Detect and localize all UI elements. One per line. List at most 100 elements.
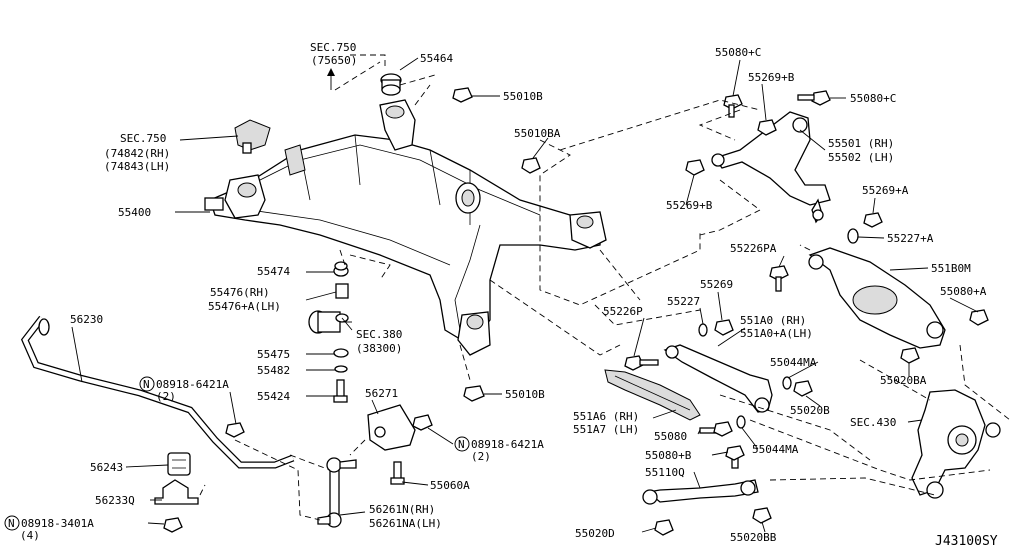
label-08918-6421a-mid[interactable]: 08918-6421A (471, 438, 544, 451)
mount-center[interactable] (455, 182, 481, 214)
label-55080[interactable]: 55080 (654, 430, 687, 443)
label-55227a[interactable]: 55227+A (887, 232, 934, 245)
label-08918-3401a[interactable]: 08918-3401A (21, 517, 94, 530)
bracket-56271[interactable] (367, 404, 416, 451)
bolt-55080c-top[interactable] (723, 94, 743, 118)
washer-55227[interactable] (698, 323, 708, 337)
label-55227[interactable]: 55227 (667, 295, 700, 308)
nut-55020ba[interactable] (900, 347, 920, 364)
mount-right[interactable] (569, 211, 607, 249)
label-551a0-rh[interactable]: 551A0 (RH) (740, 314, 806, 327)
mount-left[interactable] (224, 174, 266, 219)
washer-55044ma-top[interactable] (782, 376, 792, 390)
bolt-55080a[interactable] (969, 309, 989, 326)
bolt-55080[interactable] (699, 421, 733, 437)
link-56261n[interactable] (317, 457, 357, 528)
upper-link-55501[interactable] (711, 111, 831, 224)
nut-08918-6421a-left[interactable] (225, 422, 245, 438)
label-55226p[interactable]: 55226P (603, 305, 643, 318)
bolt-55226pa[interactable] (769, 265, 789, 292)
label-56230[interactable]: 56230 (70, 313, 103, 326)
label-551b0m[interactable]: 551B0M (931, 262, 971, 275)
washer-55227a[interactable] (847, 228, 859, 244)
label-55400[interactable]: 55400 (118, 206, 151, 219)
label-551a6-rh[interactable]: 551A6 (RH) (573, 410, 639, 423)
bolt-55080b[interactable] (725, 445, 745, 469)
label-74843[interactable]: (74843(LH) (104, 160, 170, 173)
nut-55269[interactable] (714, 319, 734, 336)
label-55080a[interactable]: 55080+A (940, 285, 987, 298)
label-55010ba[interactable]: 55010BA (514, 127, 561, 140)
washer-55475[interactable] (333, 348, 349, 358)
label-55080b[interactable]: 55080+B (645, 449, 692, 462)
label-56261n-rh[interactable]: 56261N(RH) (369, 503, 435, 516)
bolt-55010b[interactable] (452, 87, 473, 103)
label-55424[interactable]: 55424 (257, 390, 290, 403)
label-55482[interactable]: 55482 (257, 364, 290, 377)
nut-08918-6421a-mid[interactable] (412, 414, 433, 431)
label-55020d[interactable]: 55020D (575, 527, 615, 540)
bolt-55424[interactable] (333, 379, 348, 403)
mount-lower[interactable] (457, 311, 491, 356)
label-55226pa[interactable]: 55226PA (730, 242, 777, 255)
bracket-74842[interactable] (234, 119, 271, 154)
label-55475[interactable]: 55475 (257, 348, 290, 361)
label-55020b[interactable]: 55020B (790, 404, 830, 417)
nut-55020b[interactable] (793, 380, 813, 397)
knuckle-sec430[interactable] (911, 389, 1001, 499)
mount-upper[interactable] (379, 99, 416, 151)
label-sec750-top[interactable]: SEC.750 (310, 41, 356, 54)
label-55044ma-bot[interactable]: 55044MA (752, 443, 799, 456)
label-55010b-mid[interactable]: 55010B (505, 388, 545, 401)
label-551a7-lh[interactable]: 551A7 (LH) (573, 423, 639, 436)
rear-subframe-55400[interactable] (204, 134, 601, 346)
label-55080c-top[interactable]: 55080+C (715, 46, 761, 59)
label-56271[interactable]: 56271 (365, 387, 398, 400)
label-sec750-left[interactable]: SEC.750 (120, 132, 166, 145)
radius-rod-551a0[interactable] (663, 344, 773, 413)
label-55269[interactable]: 55269 (700, 278, 733, 291)
label-55476-lh[interactable]: 55476+A(LH) (208, 300, 281, 313)
washer-55482[interactable] (334, 365, 348, 373)
nut-55020bb[interactable] (752, 507, 772, 524)
label-56233q[interactable]: 56233Q (95, 494, 135, 507)
nut-55010ba[interactable] (521, 157, 541, 174)
label-74842[interactable]: (74842(RH) (104, 147, 170, 160)
label-08918-6421a-left[interactable]: 08918-6421A (156, 378, 229, 391)
nut-55269b-top[interactable] (757, 119, 777, 136)
label-55044ma-top[interactable]: 55044MA (770, 356, 817, 369)
label-55060a[interactable]: 55060A (430, 479, 470, 492)
label-55080c-right[interactable]: 55080+C (850, 92, 896, 105)
label-55269b-mid[interactable]: 55269+B (666, 199, 713, 212)
label-55464[interactable]: 55464 (420, 52, 453, 65)
label-sec380[interactable]: SEC.380 (356, 328, 402, 341)
label-sec430[interactable]: SEC.430 (850, 416, 896, 429)
bushing-55464[interactable] (380, 73, 402, 96)
stabilizer-bar-56230[interactable] (20, 315, 295, 469)
washer-55044ma-bot[interactable] (736, 415, 746, 429)
nut-55269b-mid[interactable] (685, 159, 705, 176)
lateral-link-55110q[interactable] (642, 479, 759, 505)
bolt-55226p[interactable] (624, 355, 659, 371)
mount-rubber[interactable] (308, 310, 349, 334)
bolt-55080c-right[interactable] (797, 90, 831, 106)
label-55269a[interactable]: 55269+A (862, 184, 909, 197)
label-55020ba[interactable]: 55020BA (880, 374, 927, 387)
lower-link-551b0m[interactable] (808, 247, 946, 349)
label-55474[interactable]: 55474 (257, 265, 290, 278)
clamp-56233q[interactable] (154, 479, 199, 505)
label-551a0-lh[interactable]: 551A0+A(LH) (740, 327, 813, 340)
nut-08918-3401a[interactable] (163, 517, 183, 533)
label-55269b-top[interactable]: 55269+B (748, 71, 795, 84)
bolt-55060a[interactable] (390, 461, 405, 485)
label-55110q[interactable]: 55110Q (645, 466, 685, 479)
label-56261na-lh[interactable]: 56261NA(LH) (369, 517, 442, 530)
toe-link-551a6[interactable] (604, 369, 701, 421)
label-55476-rh[interactable]: 55476(RH) (210, 286, 270, 299)
label-56243[interactable]: 56243 (90, 461, 123, 474)
nut-55269a[interactable] (863, 212, 883, 228)
label-55502-lh[interactable]: 55502 (LH) (828, 151, 894, 164)
stopper-55476[interactable] (335, 283, 349, 299)
bushing-55474[interactable] (333, 261, 349, 277)
label-55501-rh[interactable]: 55501 (RH) (828, 137, 894, 150)
